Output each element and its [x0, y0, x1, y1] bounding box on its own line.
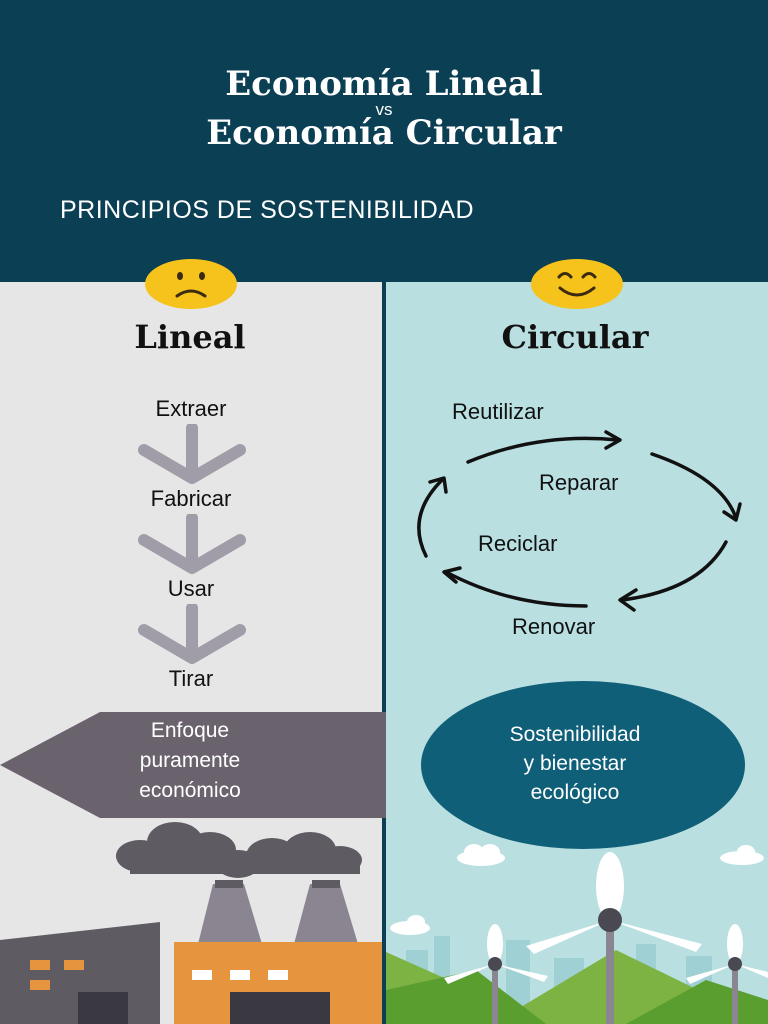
title-line-1: Economía Lineal — [225, 64, 543, 104]
banner-arrow — [0, 712, 386, 818]
wind-turbines-icon — [386, 844, 768, 1024]
circular-heading: Circular — [501, 318, 649, 356]
circular-panel — [386, 282, 768, 1024]
ellipse-line-3: ecológico — [530, 781, 620, 804]
chevron-down-icon — [138, 514, 246, 574]
sad-face-icon — [145, 259, 237, 309]
ellipse-text: Sostenibilidad y bienestar ecológico — [440, 720, 710, 807]
cycle-arrows-icon — [417, 430, 742, 612]
step-usar: Usar — [167, 576, 215, 601]
vs-label: vs — [375, 100, 393, 119]
subtitle: PRINCIPIOS DE SOSTENIBILIDAD — [60, 196, 475, 224]
banner-line-2: puramente — [139, 749, 241, 772]
banner-text: Enfoque puramente económico — [90, 716, 290, 806]
ellipse-line-2: y bienestar — [523, 752, 627, 775]
step-extraer: Extraer — [155, 396, 227, 421]
happy-face-icon — [531, 259, 623, 309]
ellipse-line-1: Sostenibilidad — [509, 723, 641, 746]
sustainability-ellipse — [421, 681, 745, 849]
title-line-2: Economía Circular — [206, 113, 562, 153]
step-fabricar: Fabricar — [150, 486, 232, 511]
step-tirar: Tirar — [168, 666, 214, 691]
panel-divider — [382, 282, 386, 1024]
cycle-reparar: Reparar — [539, 470, 619, 495]
cycle-reciclar: Reciclar — [478, 531, 558, 556]
header — [0, 0, 768, 282]
banner-line-3: económico — [139, 779, 241, 802]
chevron-down-icon — [138, 424, 246, 484]
cycle-reutilizar: Reutilizar — [452, 399, 544, 424]
factory-smoke-icon — [0, 822, 382, 1024]
chevron-down-icon — [138, 604, 246, 664]
lineal-heading: Lineal — [134, 318, 246, 356]
banner-line-1: Enfoque — [150, 719, 230, 742]
cycle-renovar: Renovar — [512, 614, 596, 639]
